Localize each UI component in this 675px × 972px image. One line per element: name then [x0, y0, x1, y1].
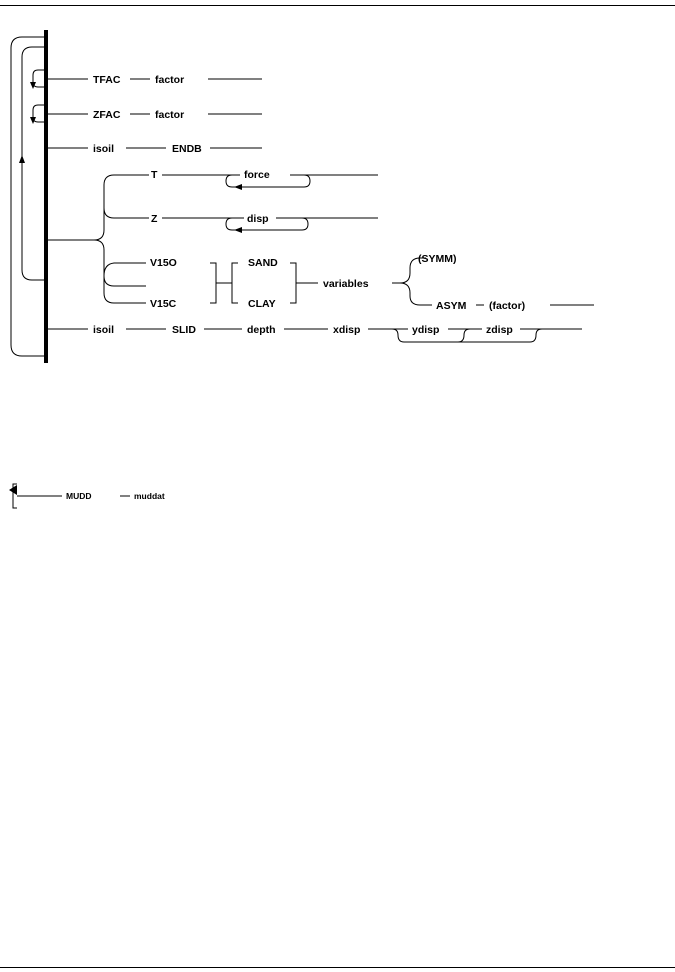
zdisp-bypass-loop [458, 328, 543, 343]
inner-loop-line [21, 46, 46, 281]
ydisp-bypass-loop [391, 328, 471, 343]
branch-v15o [103, 262, 146, 277]
loop-up-arrow-icon [19, 155, 25, 163]
tfac-skip-loop [32, 69, 46, 88]
disp-repeat-loop [225, 217, 309, 231]
force-repeat-loop [225, 174, 311, 188]
sand-clay-right-bracket [290, 262, 297, 304]
zfac-keyword: ZFAC [93, 109, 121, 121]
ydisp-param: ydisp [412, 324, 439, 336]
zdisp-param: zdisp [486, 324, 513, 336]
xdisp-param: xdisp [333, 324, 360, 336]
sand-keyword: SAND [248, 257, 278, 269]
force-repeat-arrow-icon [234, 184, 242, 190]
endb-keyword: ENDB [172, 143, 202, 155]
asym-factor-param: (factor) [489, 300, 525, 312]
tfac-down-arrow-icon [30, 82, 36, 89]
disp-param: disp [247, 213, 269, 225]
zfac-factor-param: factor [155, 109, 184, 121]
mudd-arrow-icon [9, 485, 17, 495]
disp-repeat-arrow-icon [234, 227, 242, 233]
branch-symm [399, 257, 426, 284]
asym-keyword: ASYM [436, 300, 467, 312]
tfac-keyword: TFAC [93, 74, 121, 86]
force-param: force [244, 169, 270, 181]
header-rule [0, 5, 675, 6]
v15c-keyword: V15C [150, 298, 177, 310]
footer-rule [0, 967, 675, 968]
branch-asym [399, 282, 432, 306]
v15o-keyword: V15O [150, 257, 177, 269]
slid-keyword: SLID [172, 324, 196, 336]
muddat-param: muddat [134, 491, 165, 501]
branch-z [103, 185, 149, 219]
v15-right-bracket [210, 262, 217, 304]
mudd-left-bracket [12, 483, 17, 509]
depth-param: depth [247, 324, 276, 336]
branch-v15c [103, 276, 146, 304]
zfac-down-arrow-icon [30, 117, 36, 124]
tfac-factor-param: factor [155, 74, 184, 86]
isoil-param: isoil [93, 143, 114, 155]
mudd-keyword: MUDD [66, 491, 92, 501]
variables-param: variables [323, 278, 369, 290]
t-keyword: T [151, 169, 158, 181]
outer-loop-line [10, 36, 46, 357]
clay-keyword: CLAY [248, 298, 276, 310]
isoil-slid-param: isoil [93, 324, 114, 336]
branch-t [93, 174, 149, 241]
z-keyword: Z [151, 213, 158, 225]
zfac-skip-loop [32, 104, 46, 123]
symm-option: (SYMM) [418, 253, 457, 265]
sand-clay-left-bracket [231, 262, 238, 304]
